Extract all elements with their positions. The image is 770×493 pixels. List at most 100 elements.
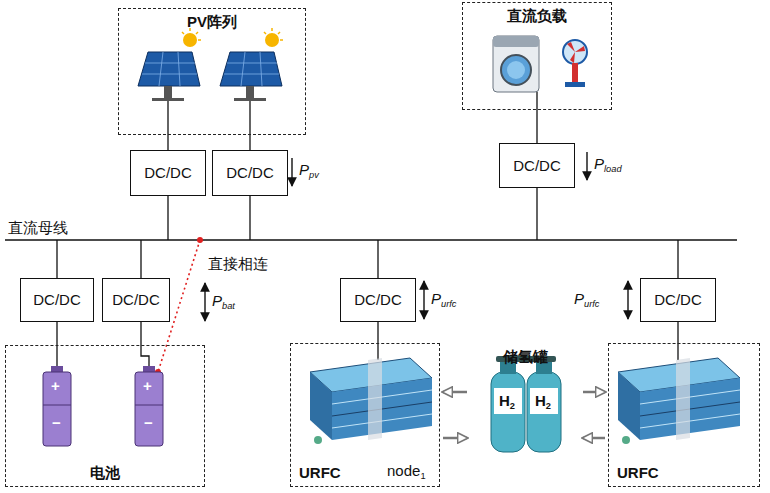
node-title: DC/DC	[144, 164, 192, 182]
node-title: 储氢罐	[470, 348, 580, 366]
power-label: Pload	[594, 155, 622, 175]
urfc-stack	[310, 358, 432, 444]
solar-panel	[278, 32, 280, 34]
node-title: DC/DC	[513, 157, 561, 175]
hydrogen-tank	[491, 356, 561, 452]
load-icon	[536, 92, 537, 110]
wire	[140, 322, 141, 345]
solar-panel	[271, 28, 273, 31]
load-icon	[493, 36, 539, 47]
text-main: P	[299, 161, 309, 178]
text-sub: urfc	[584, 299, 600, 309]
power-arrow	[627, 281, 628, 319]
solar-panel	[167, 100, 168, 135]
node-title: URFC	[299, 464, 341, 482]
urfc-stack	[618, 372, 640, 440]
urfc-stack	[676, 358, 690, 440]
hydrogen-tank	[527, 372, 561, 452]
power-arrow	[291, 158, 292, 186]
converter-box: DC/DC	[640, 278, 716, 322]
text-main: H	[499, 392, 510, 409]
power-label: Purfc	[431, 290, 457, 310]
text-sub: load	[604, 164, 622, 174]
node-title: DC/DC	[354, 291, 402, 309]
converter-box: DC/DC	[130, 150, 206, 196]
solar-panel	[182, 32, 184, 34]
solar-panel	[142, 52, 279, 86]
wire	[677, 322, 678, 343]
terminal-sign: +	[51, 377, 60, 395]
converter-box: DC/DC	[212, 150, 288, 196]
power-arrow	[423, 281, 424, 319]
load-icon	[493, 36, 539, 92]
direct-link	[197, 237, 203, 243]
text-main: H	[535, 392, 546, 409]
power-label: Pbat	[212, 292, 235, 312]
power-label: Purfc	[574, 290, 600, 310]
solar-panel	[264, 32, 266, 34]
solar-panel	[224, 74, 279, 75]
battery-icon	[56, 345, 57, 366]
flow-arrow	[443, 391, 467, 394]
node-title: DC/DC	[226, 164, 274, 182]
text-sub: 1	[420, 471, 425, 481]
terminal-sign: −	[52, 414, 61, 432]
node-title: 电池	[6, 464, 204, 482]
text-sub: 2	[546, 401, 551, 411]
dc-bus	[56, 240, 57, 278]
solar-panel	[196, 32, 198, 34]
solar-panel	[152, 98, 184, 101]
wire	[167, 135, 168, 150]
battery-icon	[135, 405, 163, 406]
text-sub: pv	[309, 170, 319, 180]
urfc-stack	[622, 436, 630, 444]
solar-panel	[145, 63, 195, 64]
bus-label: 直流母线	[8, 219, 68, 237]
solar-panel	[159, 52, 163, 86]
group-box: URFC	[608, 343, 760, 487]
solar-panel	[249, 100, 250, 135]
text-sub: 2	[510, 401, 515, 411]
load-icon	[507, 61, 525, 79]
node-subtitle: node1	[387, 462, 426, 482]
load-icon	[563, 40, 587, 64]
solar-panel	[138, 28, 283, 135]
wire	[249, 135, 250, 150]
text-sub: bat	[222, 301, 235, 311]
gas-label: H2	[499, 392, 515, 412]
node-title: PV阵列	[119, 13, 305, 31]
solar-panel	[265, 33, 279, 47]
text-main: P	[594, 155, 604, 172]
solar-panel	[220, 52, 282, 86]
gas-label: H2	[535, 392, 551, 412]
terminal-sign: −	[144, 414, 153, 432]
converter-box: DC/DC	[102, 278, 170, 322]
flow-arrow	[583, 437, 605, 440]
urfc-stack	[618, 358, 740, 444]
solar-panel	[142, 74, 197, 75]
solar-panel	[227, 63, 277, 64]
node-title: URFC	[617, 464, 659, 482]
load-icon	[565, 82, 585, 87]
text-main: node	[387, 462, 420, 479]
dc-bus	[167, 196, 168, 240]
load-icon	[501, 55, 531, 85]
hydrogen-tank	[530, 388, 558, 414]
power-label: Ppv	[299, 161, 319, 181]
group-box: 电池	[5, 345, 205, 487]
load-icon	[572, 63, 578, 83]
battery-icon	[43, 405, 71, 406]
dc-bus	[140, 240, 141, 278]
node-title: 直流负载	[463, 7, 611, 25]
load-icon	[493, 36, 587, 110]
group-box: URFC node1	[290, 343, 440, 487]
hydrogen-tank	[491, 372, 525, 452]
dc-bus	[377, 240, 378, 278]
dc-bus	[5, 239, 737, 241]
converter-box: DC/DC	[20, 278, 94, 322]
dc-bus	[536, 188, 537, 240]
solar-panel	[178, 52, 180, 86]
text-main: P	[212, 292, 222, 309]
